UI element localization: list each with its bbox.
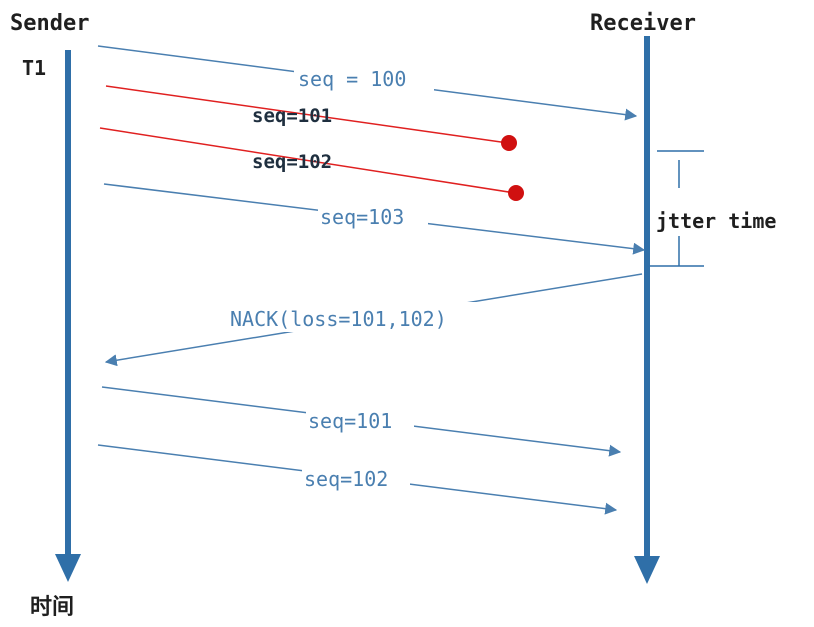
message-seq100-label: seq = 100 xyxy=(298,67,406,91)
message-seq103-label-bg xyxy=(318,202,428,230)
message-seq100-label-bg xyxy=(294,64,434,92)
message-seq103-label: seq=103 xyxy=(320,205,404,229)
packet-drop-102-icon xyxy=(508,185,524,201)
lost-seq102-line xyxy=(99,127,516,194)
retransmit-seq101-label-bg xyxy=(306,406,414,434)
time-marker-label: T1 xyxy=(22,56,46,80)
nack-label-bg xyxy=(226,302,506,332)
sender-lifeline-arrowhead xyxy=(55,554,81,582)
nack-label: NACK(loss=101,102) xyxy=(230,307,447,331)
lost-seq101-line xyxy=(105,85,509,144)
receiver-lifeline-arrowhead xyxy=(634,556,660,584)
sender-label: Sender xyxy=(10,11,89,36)
jitter-time-label: jtter time xyxy=(656,209,776,233)
time-axis-label: 时间 xyxy=(30,595,74,620)
packet-drop-101-icon xyxy=(501,135,517,151)
retransmit-seq102-label: seq=102 xyxy=(304,467,388,491)
lost-seq102-label: seq=102 xyxy=(252,151,332,173)
lost-seq101-label: seq=101 xyxy=(252,105,332,127)
retransmit-seq101-label: seq=101 xyxy=(308,409,392,433)
receiver-label: Receiver xyxy=(590,11,696,36)
retransmit-seq102-label-bg xyxy=(302,464,410,492)
